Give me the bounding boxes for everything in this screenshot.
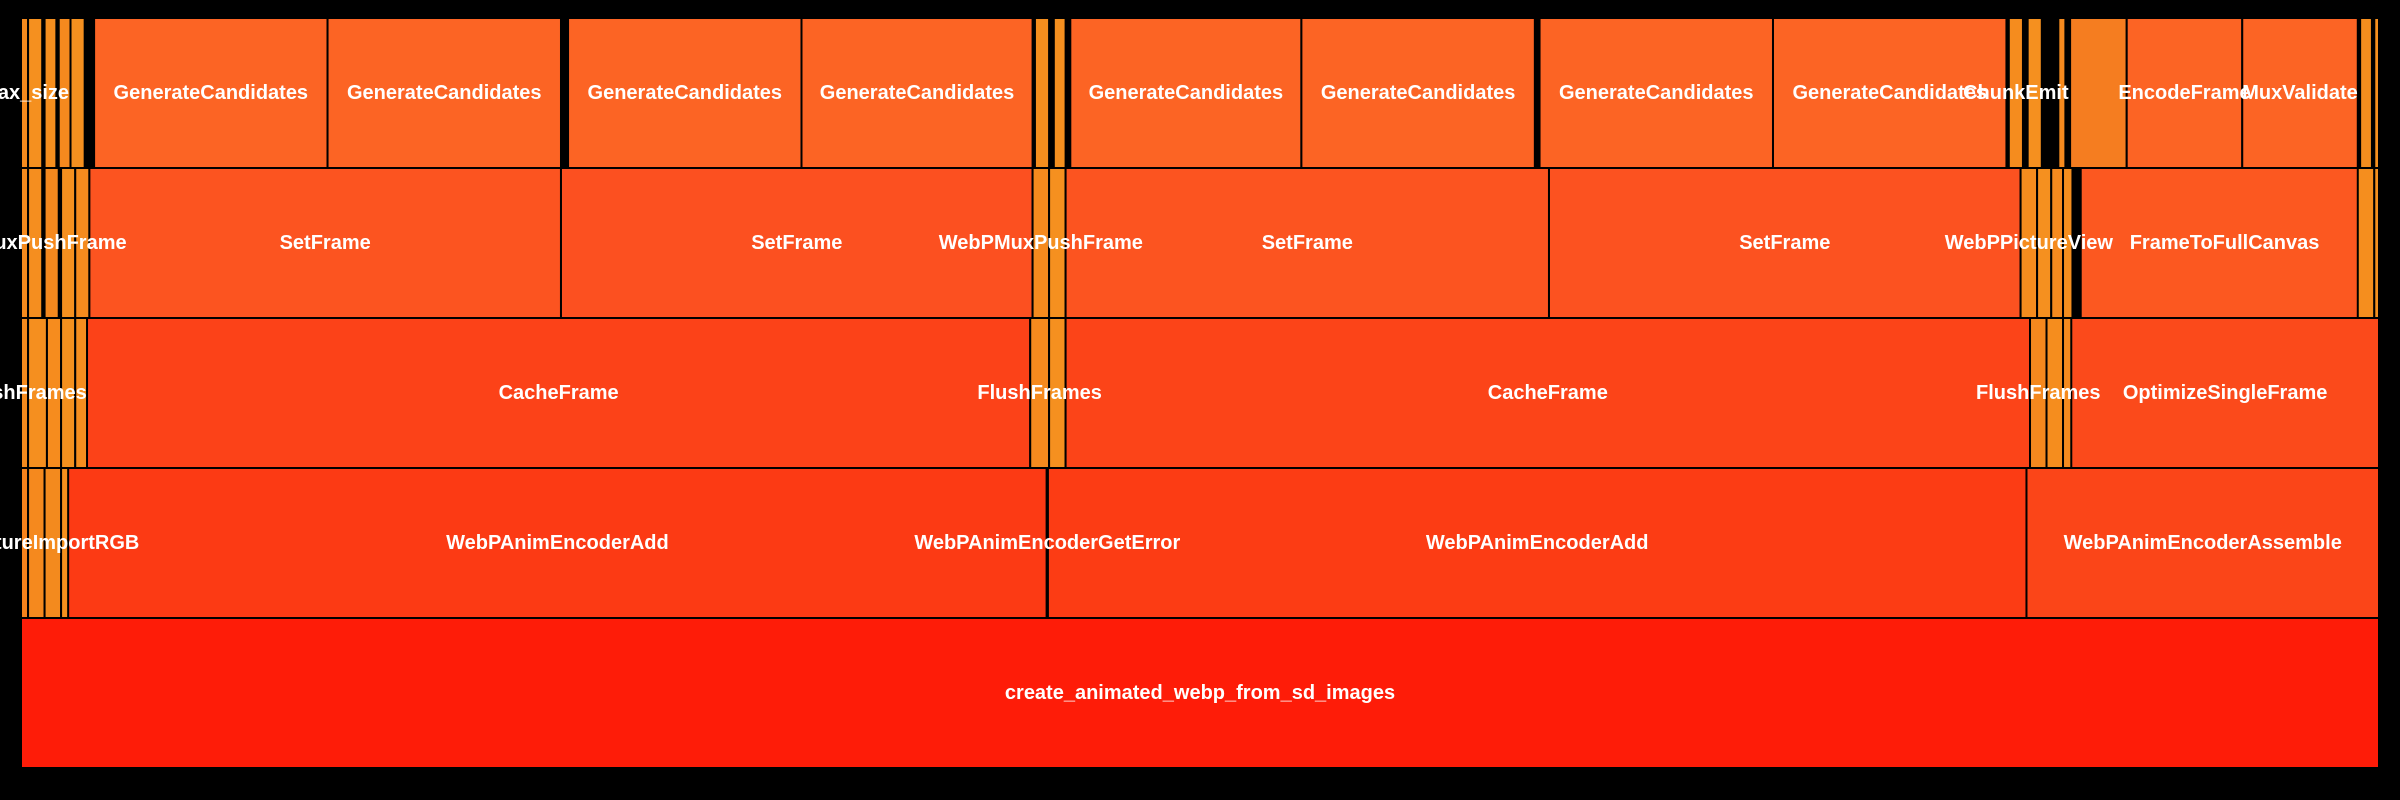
frame-rect[interactable] <box>2359 17 2373 169</box>
frame[interactable] <box>2241 17 2359 169</box>
frame-label: WebPPictureImportRGB <box>0 532 139 554</box>
frame-label: WebPAnimEncoderAssemble <box>2064 532 2342 554</box>
frame-label: GenerateCandidates <box>347 82 542 104</box>
frame[interactable] <box>20 617 2380 769</box>
frame-label: create_animated_webp_from_sd_images <box>1005 682 1395 704</box>
frame-label: CacheFrame <box>499 382 619 404</box>
frame-rect[interactable] <box>2356 167 2376 319</box>
frame-rect[interactable] <box>2241 17 2359 169</box>
frame-rect[interactable] <box>86 317 1032 469</box>
frame[interactable] <box>27 17 44 169</box>
frame[interactable] <box>2373 17 2380 169</box>
frame-rect[interactable] <box>2373 167 2380 319</box>
frame-label: GenerateCandidates <box>1559 82 1754 104</box>
frame-rect[interactable] <box>1046 467 2028 619</box>
frame-label: CacheFrame <box>1488 382 1608 404</box>
frame[interactable] <box>800 17 1034 169</box>
frame-rect[interactable] <box>1538 17 1774 169</box>
frame-rect[interactable] <box>2025 467 2380 619</box>
frame-rect[interactable] <box>2007 17 2024 169</box>
frame-rect[interactable] <box>2057 17 2067 169</box>
frame-label: WebPAnimEncoderGetError <box>914 532 1180 554</box>
frame[interactable] <box>69 17 86 169</box>
frame[interactable] <box>1064 167 1550 319</box>
frame-label: GenerateCandidates <box>1321 82 1516 104</box>
frame-rect[interactable] <box>1771 17 2008 169</box>
frame[interactable] <box>1046 467 2028 619</box>
frame[interactable] <box>2007 17 2024 169</box>
frame-label: WebPAnimEncoderAdd <box>446 532 669 554</box>
frame-label: WebPPictureView <box>1945 232 2114 254</box>
frame-label: GenerateCandidates <box>820 82 1015 104</box>
frame[interactable] <box>86 317 1032 469</box>
frame-rect[interactable] <box>2062 167 2074 319</box>
frame[interactable] <box>1300 17 1536 169</box>
frame-rect[interactable] <box>43 17 58 169</box>
frame-label: WebPMuxPushFrame <box>0 232 127 254</box>
frame-label: MuxValidate <box>2242 82 2358 104</box>
frame[interactable] <box>2026 17 2043 169</box>
frame-rect[interactable] <box>1069 17 1303 169</box>
frame-label: WebPAnimEncoderAdd <box>1426 532 1649 554</box>
frame-label: GenerateCandidates <box>1089 82 1284 104</box>
frame-rect[interactable] <box>1033 17 1051 169</box>
frame-label: SetFrame <box>1262 232 1353 254</box>
frame[interactable] <box>2062 167 2074 319</box>
frame-label: GenerateCandidates <box>114 82 309 104</box>
frame-rect[interactable] <box>567 17 803 169</box>
frame-label: FlushFrames <box>0 382 87 404</box>
frame-label: ChunkEmit <box>1963 82 2069 104</box>
frame-rect[interactable] <box>2026 17 2043 169</box>
frame[interactable] <box>2025 467 2380 619</box>
frame-rect[interactable] <box>2373 17 2380 169</box>
frame-label: SetFrame <box>1739 232 1830 254</box>
frames-layer: create_animated_webp_from_sd_images WebPP… <box>0 17 2380 769</box>
frame-label: OptimizeSingleFrame <box>2123 382 2328 404</box>
frame[interactable] <box>93 17 329 169</box>
frame[interactable] <box>1538 17 1774 169</box>
frame[interactable] <box>2057 17 2067 169</box>
frame[interactable] <box>2125 17 2244 169</box>
frame[interactable] <box>1052 17 1067 169</box>
frame-rect[interactable] <box>2070 317 2380 469</box>
frame[interactable] <box>1069 17 1303 169</box>
frame[interactable] <box>43 17 58 169</box>
frame-label: max_size <box>0 82 69 104</box>
frame[interactable] <box>326 17 562 169</box>
frame-rect[interactable] <box>69 17 86 169</box>
frame-rect[interactable] <box>1052 17 1067 169</box>
frame-rect[interactable] <box>88 167 562 319</box>
frame-rect[interactable] <box>326 17 562 169</box>
frame-rect[interactable] <box>2125 17 2244 169</box>
frame-label: WebPMuxPushFrame <box>939 232 1143 254</box>
frame-label: SetFrame <box>751 232 842 254</box>
frame[interactable] <box>88 167 562 319</box>
frame-label: FlushFrames <box>1976 382 2100 404</box>
frame-rect[interactable] <box>27 17 44 169</box>
frame-label: FrameToFullCanvas <box>2130 232 2320 254</box>
frame-rect[interactable] <box>800 17 1034 169</box>
frame-rect[interactable] <box>1300 17 1536 169</box>
frame[interactable] <box>2070 317 2380 469</box>
frame-rect[interactable] <box>20 617 2380 769</box>
frame[interactable] <box>2359 17 2373 169</box>
frame-label: GenerateCandidates <box>1792 82 1987 104</box>
frame-label: FlushFrames <box>977 382 1101 404</box>
frame[interactable] <box>567 17 803 169</box>
frame-label: EncodeFrame <box>2118 82 2250 104</box>
frame-rect[interactable] <box>1064 167 1550 319</box>
frame[interactable] <box>1771 17 2008 169</box>
frame-label: GenerateCandidates <box>588 82 783 104</box>
frame-label: SetFrame <box>280 232 371 254</box>
frame[interactable] <box>2373 167 2380 319</box>
frame-rect[interactable] <box>93 17 329 169</box>
frame[interactable] <box>2356 167 2376 319</box>
frame[interactable] <box>1033 17 1051 169</box>
